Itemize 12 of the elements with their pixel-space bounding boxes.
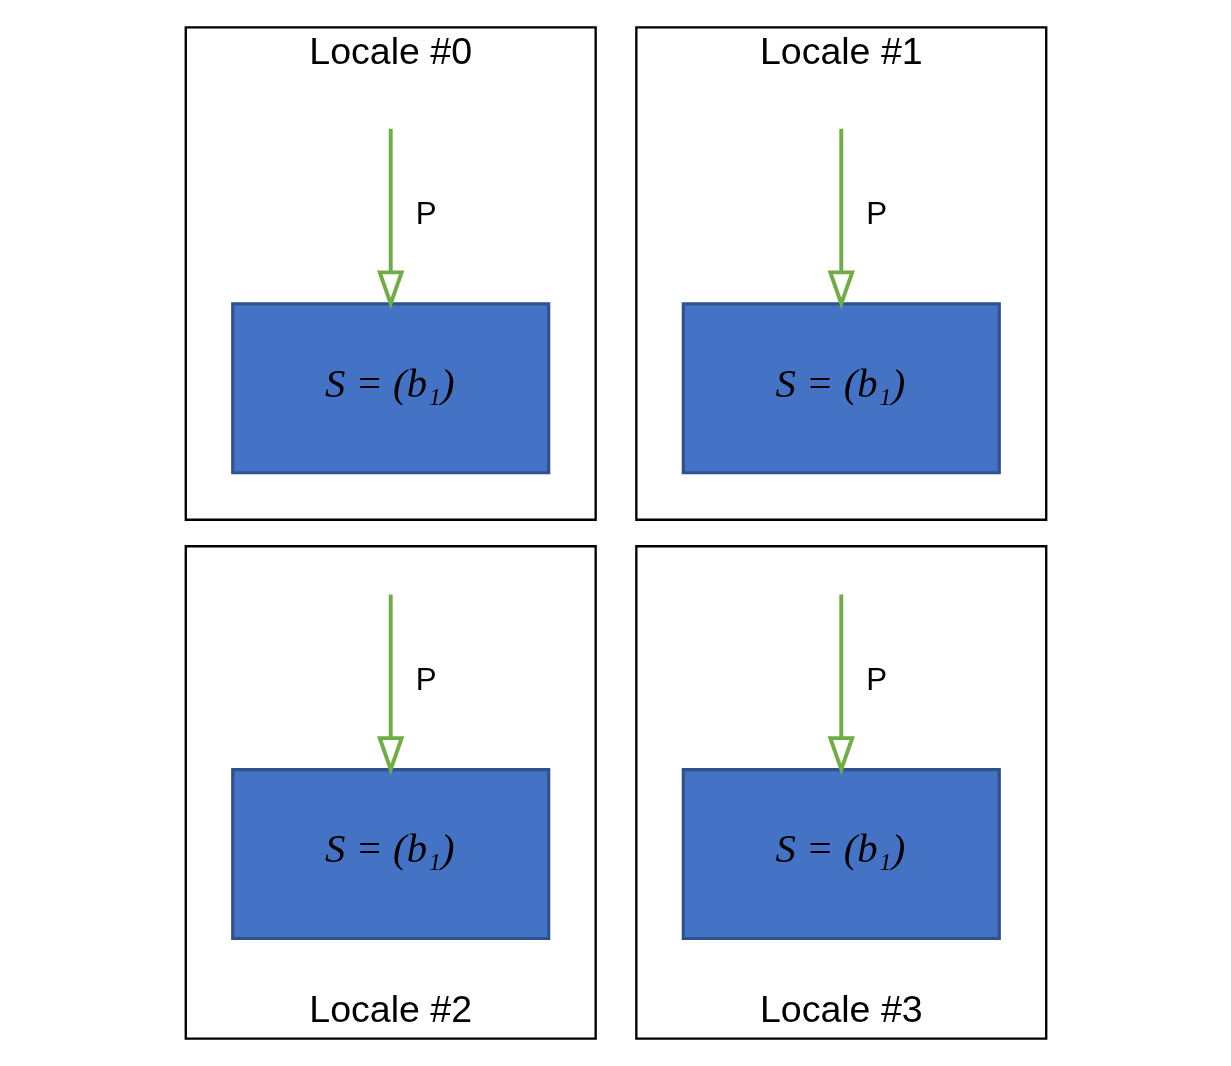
node-box: S = (b₁) — [230, 768, 550, 941]
node-box: S = (b₁) — [681, 302, 1001, 475]
arrow — [376, 128, 404, 310]
arrow — [827, 128, 855, 310]
edge-label: P — [865, 661, 887, 697]
arrow — [827, 594, 855, 776]
edge-label: P — [415, 661, 437, 697]
edge-label: P — [865, 196, 887, 232]
edge-label: P — [415, 196, 437, 232]
node-box: S = (b₁) — [681, 768, 1001, 941]
arrow — [376, 594, 404, 776]
node-box: S = (b₁) — [230, 302, 550, 475]
